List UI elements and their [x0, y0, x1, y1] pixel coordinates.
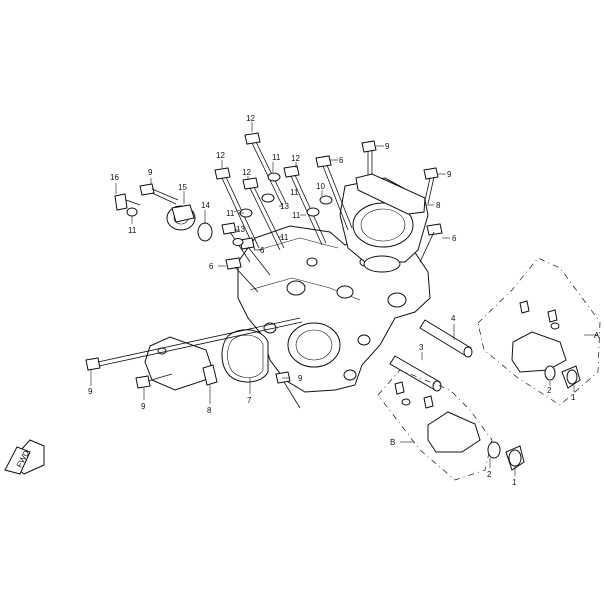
bolt-9-right — [423, 167, 439, 206]
callout-1-a: 1 — [571, 393, 576, 402]
callout-9-f: 9 — [298, 374, 303, 383]
callout-13-b: 13 — [236, 225, 245, 234]
bolt-12-a — [244, 132, 287, 206]
bolt-6-left-b — [225, 257, 259, 293]
clamp-8-bottom — [202, 364, 218, 386]
callout-6-c: 6 — [209, 262, 214, 271]
callout-9-d: 9 — [88, 387, 93, 396]
o-ring-14 — [197, 222, 213, 242]
bolt-6-left-a — [239, 237, 271, 276]
bolt-16 — [114, 193, 141, 211]
callout-9-c: 9 — [148, 168, 153, 177]
bolt-6-left-c — [221, 222, 251, 263]
bolt-9-top — [361, 140, 377, 178]
callout-12-c: 12 — [291, 154, 300, 163]
callout-10: 10 — [316, 182, 325, 191]
callout-6-d: 6 — [452, 234, 457, 243]
callout-labels: 12 12 11 12 6 9 9 12 11 13 10 11 8 16 9 … — [88, 114, 600, 487]
bolt-12-c — [242, 177, 285, 251]
callout-1-b: 1 — [512, 478, 517, 487]
callout-9-a: 9 — [385, 142, 390, 151]
callout-15: 15 — [178, 183, 187, 192]
pump-cover-plate — [144, 336, 213, 391]
rocker-shaft-4 — [419, 319, 473, 358]
bolt-6-top — [315, 155, 353, 231]
callout-9-e: 9 — [141, 402, 146, 411]
callout-11-c: 11 — [292, 211, 301, 220]
callout-2-a: 2 — [547, 386, 552, 395]
callout-11-b: 11 — [290, 188, 299, 197]
callout-a: A — [594, 331, 600, 340]
callout-11-d: 11 — [128, 226, 137, 235]
callout-9-b: 9 — [447, 170, 452, 179]
clamp-8-top — [355, 173, 426, 215]
callout-7: 7 — [247, 396, 252, 405]
callout-11-a: 11 — [272, 153, 281, 162]
washers — [126, 172, 333, 246]
gasket-7 — [221, 329, 269, 383]
bolt-6-right — [419, 223, 443, 263]
callout-3: 3 — [419, 343, 424, 352]
callout-12-a: 12 — [246, 114, 255, 123]
callout-13-a: 13 — [280, 202, 289, 211]
callout-12-b: 12 — [216, 151, 225, 160]
callout-16: 16 — [110, 173, 119, 182]
forward-direction-arrow-icon — [4, 439, 45, 475]
rocker-shaft-3 — [389, 355, 442, 392]
rocker-assembly-b — [377, 369, 525, 481]
callout-11-e: 11 — [226, 209, 235, 218]
callout-14: 14 — [201, 201, 210, 210]
callout-12-d: 12 — [242, 168, 251, 177]
callout-6-a: 6 — [339, 156, 344, 165]
thermostat-housing-15 — [166, 204, 196, 231]
callout-2-b: 2 — [487, 470, 492, 479]
callout-8-a: 8 — [436, 201, 441, 210]
bolt-9-bottom — [275, 371, 301, 409]
leader-lines — [90, 122, 575, 476]
callout-6-b: 6 — [260, 246, 265, 255]
bolt-12-d — [283, 165, 327, 246]
callout-8-b: 8 — [207, 406, 212, 415]
bolt-9-left — [139, 183, 179, 205]
bolt-9-pump — [135, 373, 173, 389]
bolt-9-long — [85, 317, 303, 371]
callout-11-f: 11 — [280, 233, 289, 242]
callout-4: 4 — [451, 314, 456, 323]
callout-b: B — [390, 438, 395, 447]
rocker-assembly-a — [477, 257, 601, 406]
